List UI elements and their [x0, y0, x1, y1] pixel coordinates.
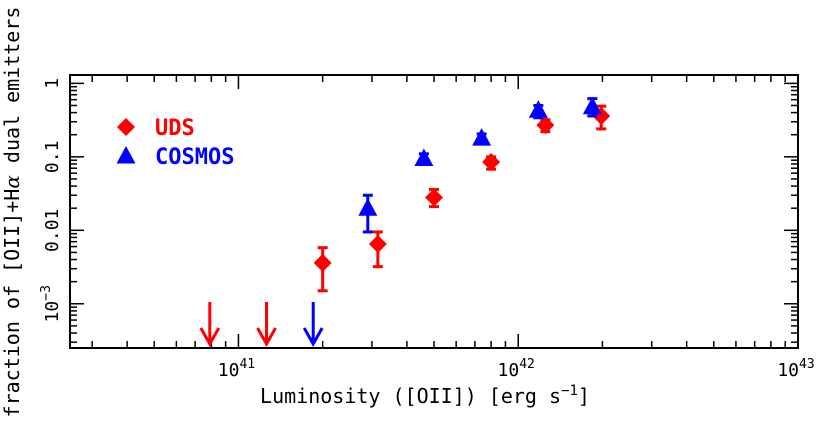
uds-upper-limit-arrow-head — [256, 327, 277, 348]
y-tick-label: 0.1 — [42, 141, 63, 174]
uds-data-point — [313, 253, 332, 272]
legend: UDS COSMOS — [116, 116, 234, 170]
y-tick-label: 1 — [42, 78, 63, 89]
uds-data-point — [368, 235, 387, 254]
x-axis-label-superscript: −1 — [561, 383, 578, 399]
y-tick-label-exponent: −3 — [39, 285, 54, 301]
y-axis-label-alpha: α — [0, 175, 24, 189]
cosmos-upper-limit-arrow — [302, 302, 324, 348]
legend-cosmos-marker — [116, 146, 136, 164]
uds-data-point — [482, 153, 501, 172]
x-tick-label-exponent: 41 — [239, 357, 255, 372]
x-tick-label-base: 10 — [498, 360, 520, 381]
uds-data-point — [536, 116, 555, 135]
legend-cosmos-label: COSMOS — [155, 145, 234, 170]
x-tick-label-base: 10 — [777, 360, 799, 381]
uds-upper-limit-arrow-head — [199, 327, 221, 348]
cosmos-data-point — [582, 96, 602, 115]
x-axis-label-close: ] — [578, 384, 590, 408]
y-axis-label: fraction of [OII]+Hα dual emitters — [0, 7, 24, 418]
y-tick-label: 0.01 — [42, 209, 63, 252]
y-tick-label: 10−3 — [39, 285, 63, 322]
uds-data-point — [425, 188, 443, 207]
tick-marks — [70, 75, 799, 348]
x-tick-label: 1042 — [498, 357, 535, 381]
x-axis-label: Luminosity ([OII]) [erg s−1] — [260, 383, 590, 408]
uds-upper-limit-arrow — [256, 302, 277, 348]
data-marks — [199, 96, 611, 348]
cosmos-upper-limit-arrow-head — [302, 327, 324, 348]
cosmos-data-point — [358, 198, 378, 216]
cosmos-data-point — [414, 148, 434, 166]
x-tick-label-base: 10 — [218, 360, 240, 381]
x-tick-label-exponent: 43 — [799, 357, 815, 372]
cosmos-data-point — [528, 100, 548, 118]
x-tick-label: 1043 — [777, 357, 814, 381]
uds-upper-limit-arrow — [199, 302, 221, 348]
y-tick-label-base: 10 — [42, 301, 63, 323]
legend-uds-label: UDS — [155, 116, 195, 141]
legend-uds-marker — [117, 118, 135, 136]
x-tick-label-exponent: 42 — [519, 357, 535, 372]
x-tick-label: 1041 — [218, 357, 255, 381]
cosmos-data-point — [472, 128, 492, 146]
